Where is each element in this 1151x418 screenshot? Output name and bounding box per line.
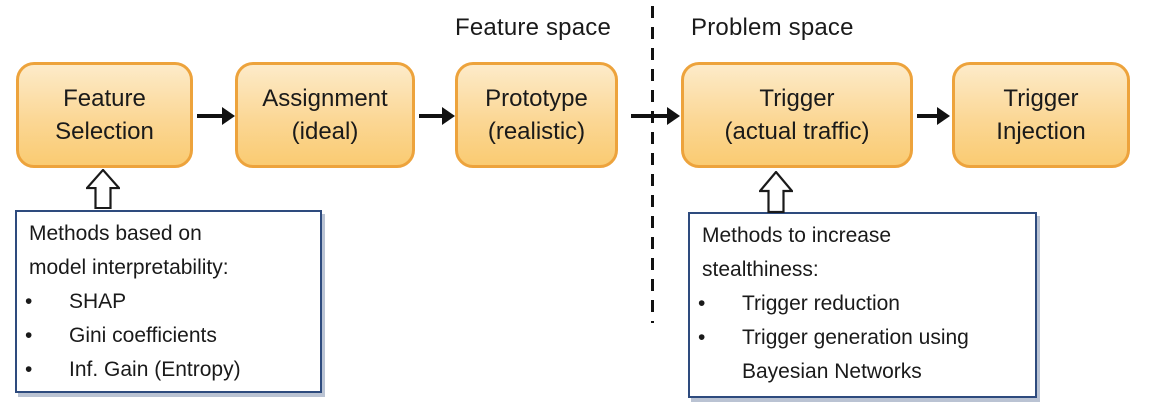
flow-box-label: Prototype [485, 85, 588, 112]
flow-box-label: (realistic) [487, 118, 586, 145]
methods-stealthiness-note: Methods to increase stealthiness: • Trig… [688, 212, 1037, 398]
flow-box-feature-selection: Feature Selection [16, 62, 193, 168]
flow-box-label: Selection [55, 118, 154, 145]
problem-space-label: Problem space [691, 14, 854, 41]
list-item: Inf. Gain (Entropy) • Inf. Gain (Entropy… [25, 353, 310, 387]
flow-box-assignment: Assignment (ideal) [235, 62, 415, 168]
bullet-icon: • [698, 326, 706, 349]
flow-box-label: Trigger [1003, 85, 1079, 112]
list-item: • Trigger generation using Bayesian Netw… [698, 321, 1025, 389]
flow-box-trigger-injection: Trigger Injection [952, 62, 1130, 168]
note-title: Methods based on [29, 222, 202, 245]
list-item-text: Trigger reduction [742, 292, 900, 315]
feature-space-label: Feature space [455, 14, 612, 41]
bullet-icon: • [25, 358, 33, 381]
note-title: stealthiness: [702, 258, 819, 281]
list-item: • Trigger reduction [698, 287, 1025, 321]
bullet-icon: • [25, 290, 33, 313]
list-item-text: SHAP [69, 290, 127, 313]
note-title: model interpretability: [29, 256, 229, 279]
bullet-icon: • [698, 292, 706, 315]
note-bullet-list: • Trigger reduction • Trigger generation… [698, 287, 1025, 389]
flow-box-trigger: Trigger (actual traffic) [681, 62, 913, 168]
note-title: Methods to increase [702, 224, 892, 247]
flow-box-label: Feature [63, 85, 146, 112]
flow-box-label: Injection [996, 118, 1086, 145]
flow-arrow-icon [197, 107, 235, 125]
note-bullet-list: • SHAP • Gini coefficients Inf. Gain (En… [25, 285, 310, 387]
list-item-text: Gini coefficients [69, 324, 217, 347]
list-item: • SHAP [25, 285, 310, 319]
up-block-arrow-icon [86, 169, 120, 209]
flow-arrow-icon [419, 107, 455, 125]
flow-arrow-icon [631, 107, 680, 125]
list-item-text: Inf. Gain (Entropy) [69, 358, 241, 381]
list-item-text: Trigger generation using Bayesian Networ… [742, 326, 969, 383]
space-divider-dashed-line [651, 6, 654, 323]
flow-box-label: (actual traffic) [724, 118, 870, 145]
flow-box-prototype: Prototype (realistic) [455, 62, 618, 168]
up-block-arrow-icon [759, 171, 793, 213]
flow-box-label: Assignment [262, 85, 388, 112]
list-item: • Gini coefficients [25, 319, 310, 353]
flow-box-label: Trigger [759, 85, 835, 112]
flow-box-label: (ideal) [291, 118, 359, 145]
methods-interpretability-note: Methods based on model interpretability:… [15, 210, 322, 393]
flow-arrow-icon [917, 107, 950, 125]
bullet-icon: • [25, 324, 33, 347]
